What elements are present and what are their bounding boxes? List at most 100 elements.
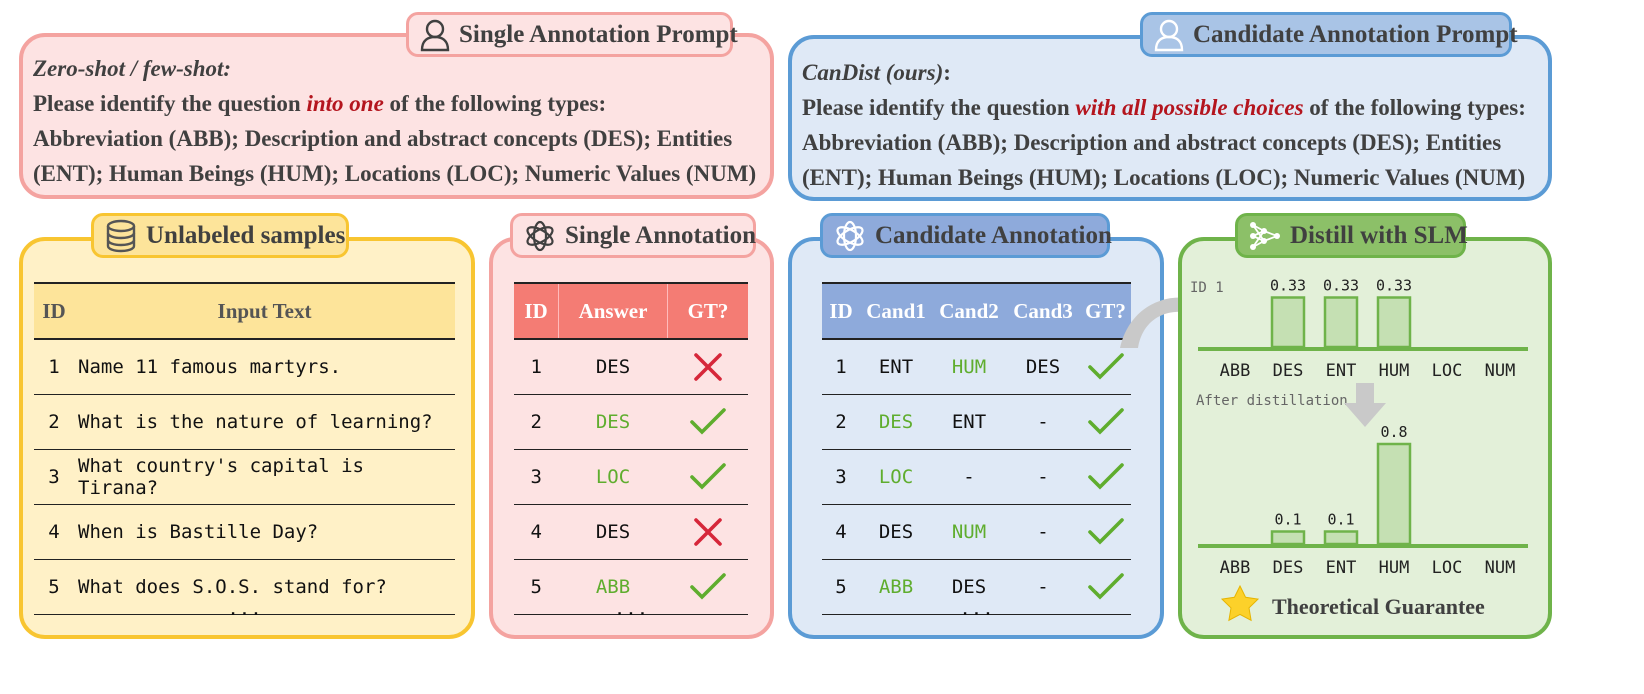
row-id: 5	[34, 559, 74, 615]
row-answer: LOC	[558, 449, 668, 505]
unlabeled-header-row: ID Input Text	[34, 282, 455, 340]
before-tick-num: NUM	[1485, 361, 1516, 381]
check-icon	[689, 573, 726, 600]
candidate-prompt-mode: CanDist (ours):	[802, 55, 951, 91]
row-cand1: LOC	[860, 449, 932, 505]
row-cand3: -	[1006, 559, 1080, 615]
single-annotation-title: Single Annotation	[565, 221, 757, 249]
candidate-header-cand3: Cand3	[1006, 282, 1080, 340]
candidate-header-id: ID	[822, 282, 860, 340]
row-answer: DES	[558, 339, 668, 395]
single-prompt-emphasis: into one	[306, 91, 384, 116]
row-text: What does S.O.S. stand for?	[74, 559, 455, 615]
single-annotation-ellipsis: ...	[613, 598, 649, 620]
check-icon	[1087, 573, 1124, 600]
before-bar-hum	[1376, 296, 1412, 349]
row-id: 4	[34, 504, 74, 560]
single-prompt-tab: Single Annotation Prompt	[406, 12, 738, 57]
single-prompt-mode: Zero-shot / few-shot:	[33, 56, 232, 81]
row-text: Name 11 famous martyrs.	[74, 339, 455, 395]
row-id: 2	[514, 394, 559, 450]
single-prompt-title: Single Annotation Prompt	[459, 20, 738, 48]
row-gt	[667, 339, 748, 395]
row-id: 4	[514, 504, 559, 560]
candidate-annotation-title: Candidate Annotation	[875, 221, 1112, 249]
row-answer: DES	[558, 504, 668, 560]
candidate-prompt-mode-name: CanDist (ours)	[802, 60, 944, 85]
row-id: 1	[34, 339, 74, 395]
check-icon	[1087, 518, 1124, 545]
row-id: 1	[822, 339, 860, 395]
distill-tab: Distill with SLM	[1235, 213, 1468, 258]
row-cand3: DES	[1006, 339, 1080, 395]
before-bar-des	[1270, 296, 1306, 349]
row-cand1: DES	[860, 394, 932, 450]
before-value-hum: 0.33	[1376, 277, 1412, 295]
distill-panel	[1178, 237, 1552, 639]
distill-chart: ID 1 After distillation ABB0.33DES0.33EN…	[1190, 277, 1528, 622]
single-annotation-tab: Single Annotation	[510, 213, 756, 258]
row-cand2: DES	[932, 559, 1006, 615]
row-id: 3	[822, 449, 860, 505]
candidate-prompt-tab: Candidate Annotation Prompt	[1140, 12, 1518, 57]
candidate-header-gt: GT?	[1080, 282, 1131, 340]
before-value-des: 0.33	[1270, 277, 1306, 295]
network-icon	[1250, 221, 1280, 250]
unlabeled-title: Unlabeled samples	[146, 221, 346, 249]
after-tick-des: DES	[1273, 558, 1304, 578]
after-value-ent: 0.1	[1327, 511, 1354, 529]
user-icon	[1154, 19, 1184, 51]
row-id: 4	[822, 504, 860, 560]
after-tick-abb: ABB	[1220, 558, 1251, 578]
candidate-prompt-line1-post: of the following types:	[1303, 95, 1526, 120]
check-icon	[1087, 463, 1124, 490]
after-value-hum: 0.8	[1380, 423, 1407, 441]
row-id: 2	[822, 394, 860, 450]
before-value-ent: 0.33	[1323, 277, 1359, 295]
single-header-id: ID	[514, 282, 559, 340]
row-answer: ABB	[558, 559, 668, 615]
row-gt	[1080, 559, 1131, 615]
row-id: 5	[514, 559, 559, 615]
candidate-prompt-emphasis: with all possible choices	[1075, 95, 1304, 120]
before-bar-ent	[1323, 296, 1359, 349]
cross-icon	[693, 353, 722, 381]
check-icon	[1087, 408, 1124, 435]
distill-guarantee: Theoretical Guarantee	[1272, 594, 1485, 619]
row-cand2: HUM	[932, 339, 1006, 395]
user-icon	[420, 19, 450, 51]
star-icon	[1220, 584, 1260, 622]
after-tick-loc: LOC	[1432, 558, 1463, 578]
row-id: 3	[34, 449, 74, 505]
single-prompt-panel: Zero-shot / few-shot: Please identify th…	[19, 33, 774, 199]
row-gt	[1080, 504, 1131, 560]
row-gt	[1080, 339, 1131, 395]
row-cand3: -	[1006, 449, 1080, 505]
single-header-row: ID Answer GT?	[514, 282, 748, 340]
candidate-annotation-ellipsis: ...	[959, 598, 994, 620]
row-text: What is the nature of learning?	[74, 394, 455, 450]
candidate-prompt-line1: Please identify the question with all po…	[802, 90, 1526, 126]
candidate-prompt-line1-pre: Please identify the question	[802, 95, 1076, 120]
row-id: 3	[514, 449, 559, 505]
row-cand3: -	[1006, 504, 1080, 560]
candidate-prompt-panel: CanDist (ours): Please identify the ques…	[788, 35, 1552, 201]
row-gt	[1080, 449, 1131, 505]
row-text: What country's capital is Tirana?	[74, 449, 455, 505]
row-answer: DES	[558, 394, 668, 450]
row-gt	[667, 559, 748, 615]
row-gt	[667, 504, 748, 560]
row-gt	[1080, 394, 1131, 450]
down-arrow-icon	[1344, 383, 1386, 427]
before-tick-des: DES	[1273, 361, 1304, 381]
check-icon	[1087, 353, 1124, 380]
